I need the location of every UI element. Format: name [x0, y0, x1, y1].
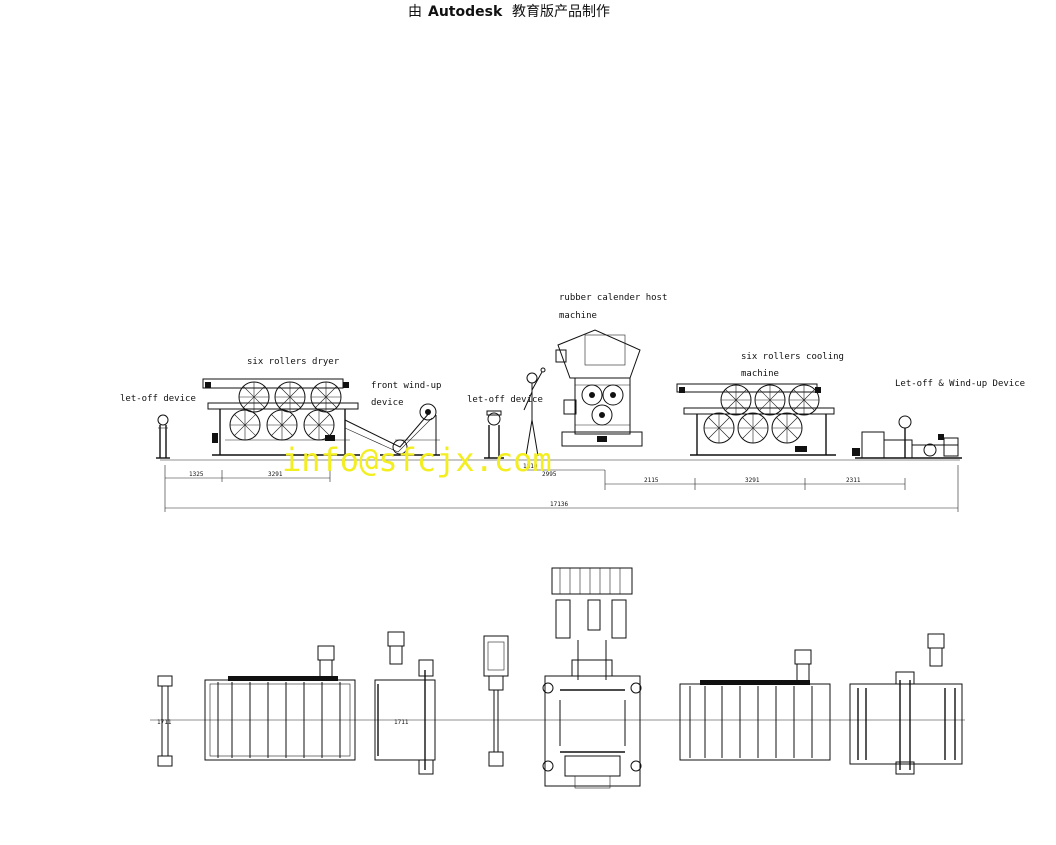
dim-3291-right: 3291 — [745, 477, 760, 484]
dim-plan-width-1: 1711 — [157, 719, 172, 726]
label-letoff-windup-right: Let-off & Wind-up Device — [895, 379, 1025, 389]
plan-let-off-middle — [483, 635, 509, 767]
header-brand: Autodesk — [428, 4, 503, 20]
dim-2311: 2311 — [846, 477, 861, 484]
plan-dryer — [204, 645, 356, 761]
operator-figure — [523, 367, 546, 457]
elevation-view: 1325 3291 1810 2995 2115 3291 2311 17136… — [120, 293, 1025, 512]
dim-1810: 1810 — [523, 463, 538, 470]
dim-total: 17136 — [550, 501, 568, 508]
label-front-windup-2: device — [371, 398, 404, 408]
plan-cooling — [679, 649, 831, 761]
label-let-off-middle: let-off device — [467, 395, 543, 405]
label-calender-2: machine — [559, 311, 597, 321]
label-calender-1: rubber calender host — [559, 293, 667, 303]
front-wind-up-device — [344, 403, 440, 456]
dim-2115: 2115 — [644, 477, 659, 484]
dim-2995: 2995 — [542, 471, 557, 478]
header-suffix: 教育版产品制作 — [512, 4, 610, 20]
let-off-device-middle — [484, 410, 504, 459]
dim-plan-width-2: 1711 — [394, 719, 409, 726]
watermark: info@sfcjx.com — [282, 441, 552, 479]
label-dryer: six rollers dryer — [247, 357, 340, 367]
label-cooling-2: machine — [741, 369, 779, 379]
dim-3291-left: 3291 — [268, 471, 283, 478]
plan-let-off-windup-right — [849, 633, 963, 775]
six-rollers-dryer — [202, 378, 360, 456]
label-front-windup-1: front wind-up — [371, 381, 441, 391]
plan-calender — [542, 567, 642, 789]
dimension-lines: 1325 3291 1810 2995 2115 3291 2311 17136 — [164, 463, 959, 512]
let-off-wind-up-device-right — [852, 415, 962, 459]
plan-let-off-left: 1711 — [157, 675, 173, 767]
label-let-off-left: let-off device — [120, 394, 196, 404]
header: 由 Autodesk 教育版产品制作 — [408, 4, 610, 20]
plan-front-windup: 1711 — [374, 631, 436, 775]
plan-view: 1711 — [150, 567, 965, 789]
header-prefix: 由 — [408, 4, 422, 20]
let-off-device-left — [156, 414, 170, 459]
six-rollers-cooling-machine — [676, 383, 836, 456]
rubber-calender-host-machine — [555, 329, 643, 447]
equipment-labels: let-off device six rollers dryer front w… — [120, 293, 1025, 408]
dim-1325: 1325 — [189, 471, 204, 478]
label-cooling-1: six rollers cooling — [741, 352, 844, 362]
